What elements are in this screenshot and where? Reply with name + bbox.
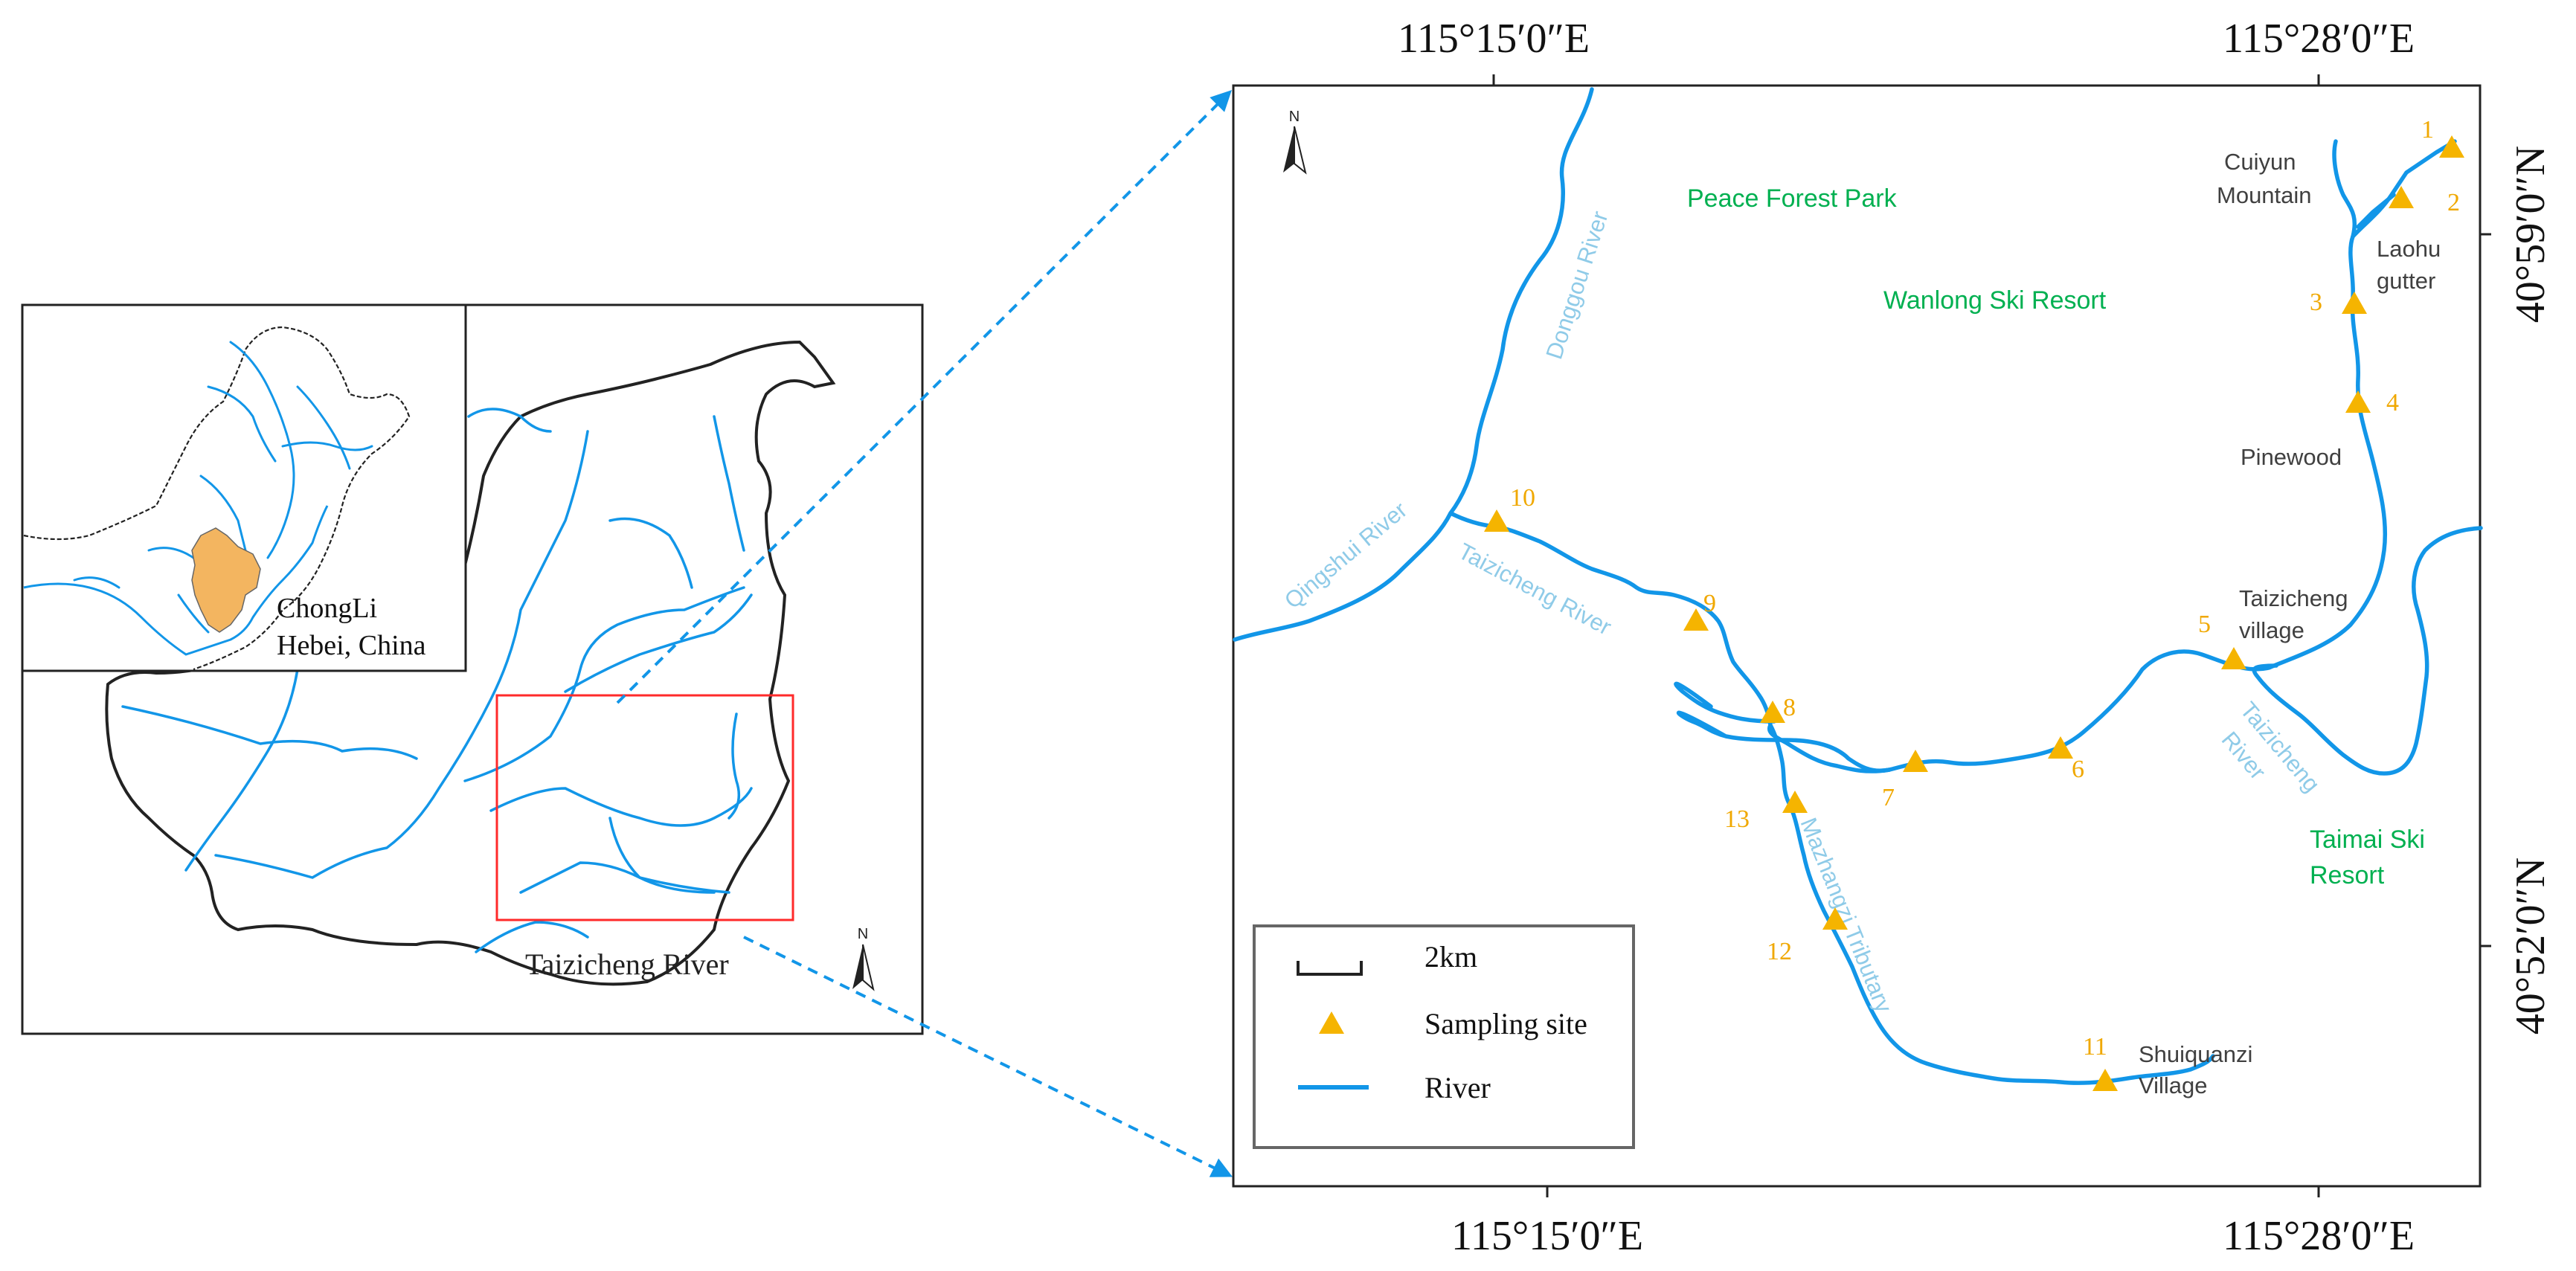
legend-river-label: River [1424,1071,1491,1104]
site-number-2: 2 [2447,189,2460,216]
overview-rivers [121,408,753,953]
label-taimai-ski-2: Resort [2310,861,2385,889]
site-number-5: 5 [2198,611,2211,638]
site-marker-6 [2048,736,2073,759]
label-cuiyun-2: Mountain [2217,182,2312,208]
legend-site-label: Sampling site [1424,1007,1587,1040]
site-number-3: 3 [2310,289,2322,316]
legend-box [1253,924,1635,1149]
right-tick-top: 40°59′0″N [2508,146,2554,323]
site-number-13: 13 [1724,805,1750,833]
site-number-10: 10 [1510,484,1535,512]
callout-arrows [616,90,1233,1177]
overview-river-label: Taizicheng River [525,947,729,981]
label-taizicheng-village-1: Taizicheng [2239,585,2348,611]
label-laohu-2: gutter [2377,268,2435,294]
callout-arrow-bottom [743,936,1233,1177]
detail-north-arrow: N [1283,109,1307,175]
river-donggou-qingshui [1233,87,1594,642]
site-marker-13 [1782,791,1808,813]
site-marker-2 [2389,186,2414,208]
label-peace-forest-park: Peace Forest Park [1687,184,1898,213]
legend-scale-symbol [1297,961,1363,976]
site-number-4: 4 [2386,389,2399,416]
river-taizicheng-west [1448,511,1892,773]
inset-label-hebei: Hebei, China [277,630,426,661]
label-taimai-ski-1: Taimai Ski [2310,826,2425,854]
site-marker-10 [1484,509,1509,532]
overview-north-arrow: N [852,926,875,991]
site-number-1: 1 [2421,116,2434,144]
bottom-tick-left: 115°15′0″E [1451,1213,1643,1259]
right-tick-bottom: 40°52′0″N [2508,857,2554,1035]
site-number-12: 12 [1767,938,1792,965]
bottom-tick-right: 115°28′0″E [2223,1213,2415,1259]
site-number-7: 7 [1882,784,1895,811]
river-taizicheng-east [2252,526,2483,776]
sampling-sites [1484,135,2464,1091]
area-labels: Peace Forest Park Wanlong Ski Resort Tai… [1687,184,2425,889]
sampling-site-numbers: 1 2 3 4 5 6 7 8 9 10 11 12 13 [1510,116,2460,1061]
site-number-6: 6 [2072,756,2084,783]
site-number-11: 11 [2083,1033,2107,1061]
chongli-region [191,527,261,633]
site-marker-4 [2345,390,2371,413]
label-wanlong-ski-resort: Wanlong Ski Resort [1883,286,2107,315]
inset-coast [23,505,329,656]
label-pinewood: Pinewood [2241,444,2342,470]
inset-label-chongli: ChongLi [277,593,377,624]
site-number-9: 9 [1703,590,1716,617]
study-area-box [495,694,794,921]
river-taizicheng-main [1676,139,2457,773]
detail-rivers [1233,87,2483,1085]
label-taizicheng-village-2: village [2239,617,2304,643]
legend-scale-label: 2km [1424,940,1477,974]
label-laohu-1: Laohu [2377,236,2441,262]
river-cuiyun-branch [2332,139,2357,239]
callout-arrow-top [616,90,1232,704]
coordinate-ticks [1492,74,2491,1197]
inset-border [23,326,411,671]
legend: 2km Sampling site River [1253,924,1635,1149]
label-shuiquanzi-2: Village [2139,1072,2208,1098]
legend-site-symbol [1319,1011,1344,1034]
site-marker-1 [2439,135,2464,158]
overview-north-label: N [858,926,868,942]
detail-map: 115°15′0″E 115°28′0″E 115°15′0″E 115°28′… [1232,16,2554,1259]
site-number-8: 8 [1783,694,1796,721]
label-shuiquanzi-1: Shuiquanzi [2139,1041,2252,1067]
site-marker-8 [1760,701,1785,723]
place-labels: Cuiyun Mountain Laohu gutter Pinewood Ta… [2139,149,2441,1098]
label-cuiyun-1: Cuiyun [2224,149,2296,175]
site-marker-12 [1822,907,1848,930]
site-marker-3 [2342,292,2367,314]
inset-frame [21,303,467,672]
site-marker-5 [2221,647,2246,669]
inset-map: ChongLi Hebei, China [21,303,467,672]
site-marker-7 [1903,750,1928,772]
site-marker-9 [1683,608,1709,631]
top-tick-right: 115°28′0″E [2223,16,2415,62]
overview-map: ChongLi Hebei, China Taizicheng River N [21,303,924,1035]
top-tick-left: 115°15′0″E [1398,16,1590,62]
site-marker-11 [2092,1069,2118,1091]
detail-north-label: N [1289,109,1300,125]
